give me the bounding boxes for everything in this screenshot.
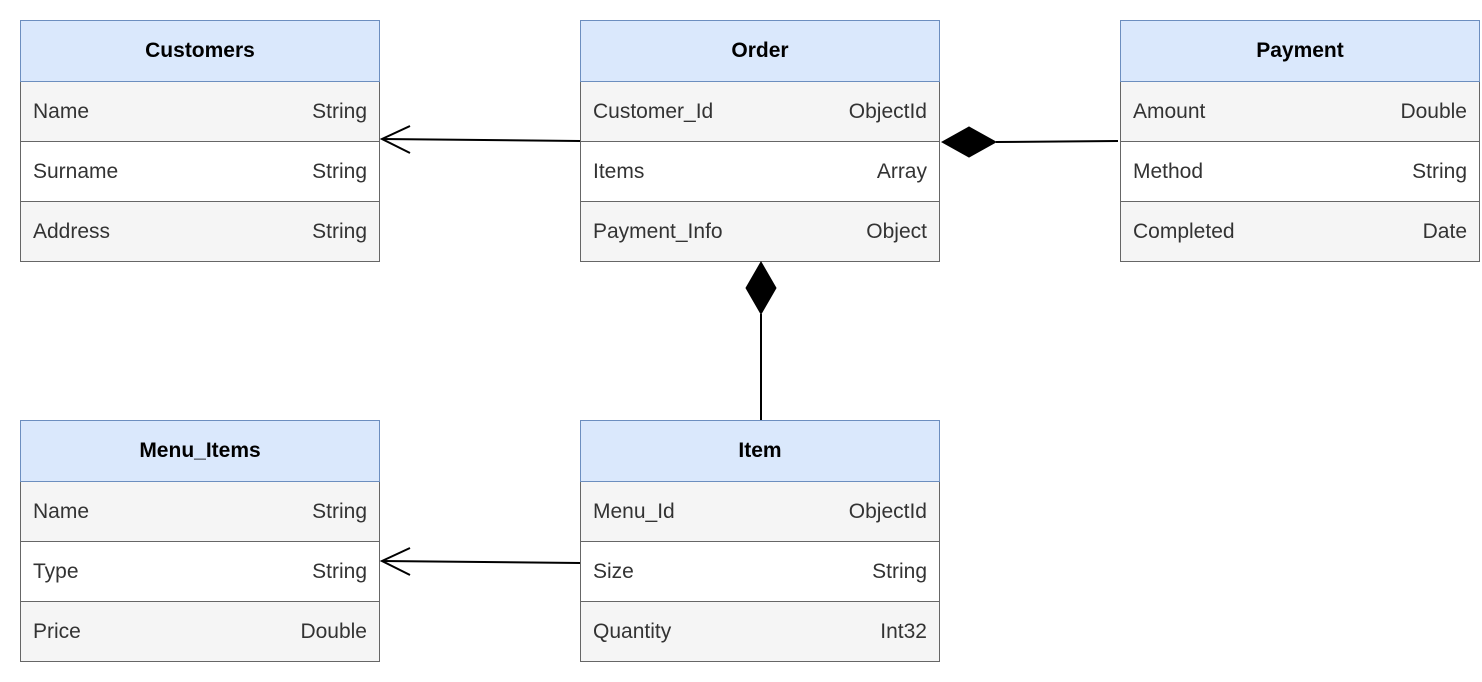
entity-title: Payment	[1121, 21, 1479, 82]
field-row[interactable]: Name String	[20, 482, 380, 542]
field-name: Size	[593, 559, 634, 583]
field-type: String	[312, 99, 367, 123]
field-row[interactable]: Type String	[20, 542, 380, 602]
field-type: ObjectId	[848, 99, 927, 123]
field-name: Items	[593, 159, 645, 183]
entity-order[interactable]: Order Customer_Id ObjectId Items Array P…	[580, 20, 940, 262]
field-name: Price	[33, 619, 81, 643]
association-order-customers[interactable]	[379, 125, 581, 154]
field-row[interactable]: Size String	[580, 542, 940, 602]
field-row[interactable]: Surname String	[20, 142, 380, 202]
field-name: Completed	[1133, 219, 1235, 243]
field-type: String	[312, 219, 367, 243]
open-arrowhead-icon	[379, 547, 411, 576]
field-type: String	[312, 159, 367, 183]
field-name: Customer_Id	[593, 99, 714, 123]
field-name: Payment_Info	[593, 219, 723, 243]
entity-customers[interactable]: Customers Name String Surname String Add…	[20, 20, 380, 262]
field-name: Surname	[33, 159, 119, 183]
entity-menu-items[interactable]: Menu_Items Name String Type String Price…	[20, 420, 380, 662]
field-name: Address	[33, 219, 111, 243]
field-name: Type	[33, 559, 79, 583]
entity-payment[interactable]: Payment Amount Double Method String Comp…	[1120, 20, 1480, 262]
field-type: Double	[1400, 99, 1467, 123]
entity-title: Menu_Items	[21, 421, 379, 482]
field-row[interactable]: Completed Date	[1120, 202, 1480, 262]
field-row[interactable]: Method String	[1120, 142, 1480, 202]
field-row[interactable]: Payment_Info Object	[580, 202, 940, 262]
filled-diamond-icon	[745, 260, 777, 316]
field-row[interactable]: Amount Double	[1120, 82, 1480, 142]
field-row[interactable]: Price Double	[20, 602, 380, 662]
field-name: Menu_Id	[593, 499, 675, 523]
field-type: String	[1412, 159, 1467, 183]
filled-diamond-icon	[940, 126, 998, 158]
field-type: String	[312, 499, 367, 523]
composition-item-order[interactable]	[745, 260, 777, 420]
field-type: Object	[866, 219, 927, 243]
field-name: Method	[1133, 159, 1204, 183]
field-name: Name	[33, 99, 90, 123]
field-type: String	[312, 559, 367, 583]
field-row[interactable]: Quantity Int32	[580, 602, 940, 662]
field-row[interactable]: Items Array	[580, 142, 940, 202]
field-name: Amount	[1133, 99, 1206, 123]
entity-title: Customers	[21, 21, 379, 82]
open-arrowhead-icon	[379, 125, 411, 154]
entity-item[interactable]: Item Menu_Id ObjectId Size String Quanti…	[580, 420, 940, 662]
field-row[interactable]: Menu_Id ObjectId	[580, 482, 940, 542]
association-item-menu-items[interactable]	[379, 547, 581, 576]
field-type: Int32	[880, 619, 927, 643]
composition-payment-order[interactable]	[940, 126, 1119, 158]
field-name: Quantity	[593, 619, 672, 643]
field-type: Array	[876, 159, 927, 183]
field-row[interactable]: Name String	[20, 82, 380, 142]
entity-title: Order	[581, 21, 939, 82]
field-type: Date	[1422, 219, 1467, 243]
field-row[interactable]: Address String	[20, 202, 380, 262]
field-type: Double	[300, 619, 367, 643]
field-type: String	[872, 559, 927, 583]
field-name: Name	[33, 499, 90, 523]
field-row[interactable]: Customer_Id ObjectId	[580, 82, 940, 142]
field-type: ObjectId	[848, 499, 927, 523]
entity-title: Item	[581, 421, 939, 482]
